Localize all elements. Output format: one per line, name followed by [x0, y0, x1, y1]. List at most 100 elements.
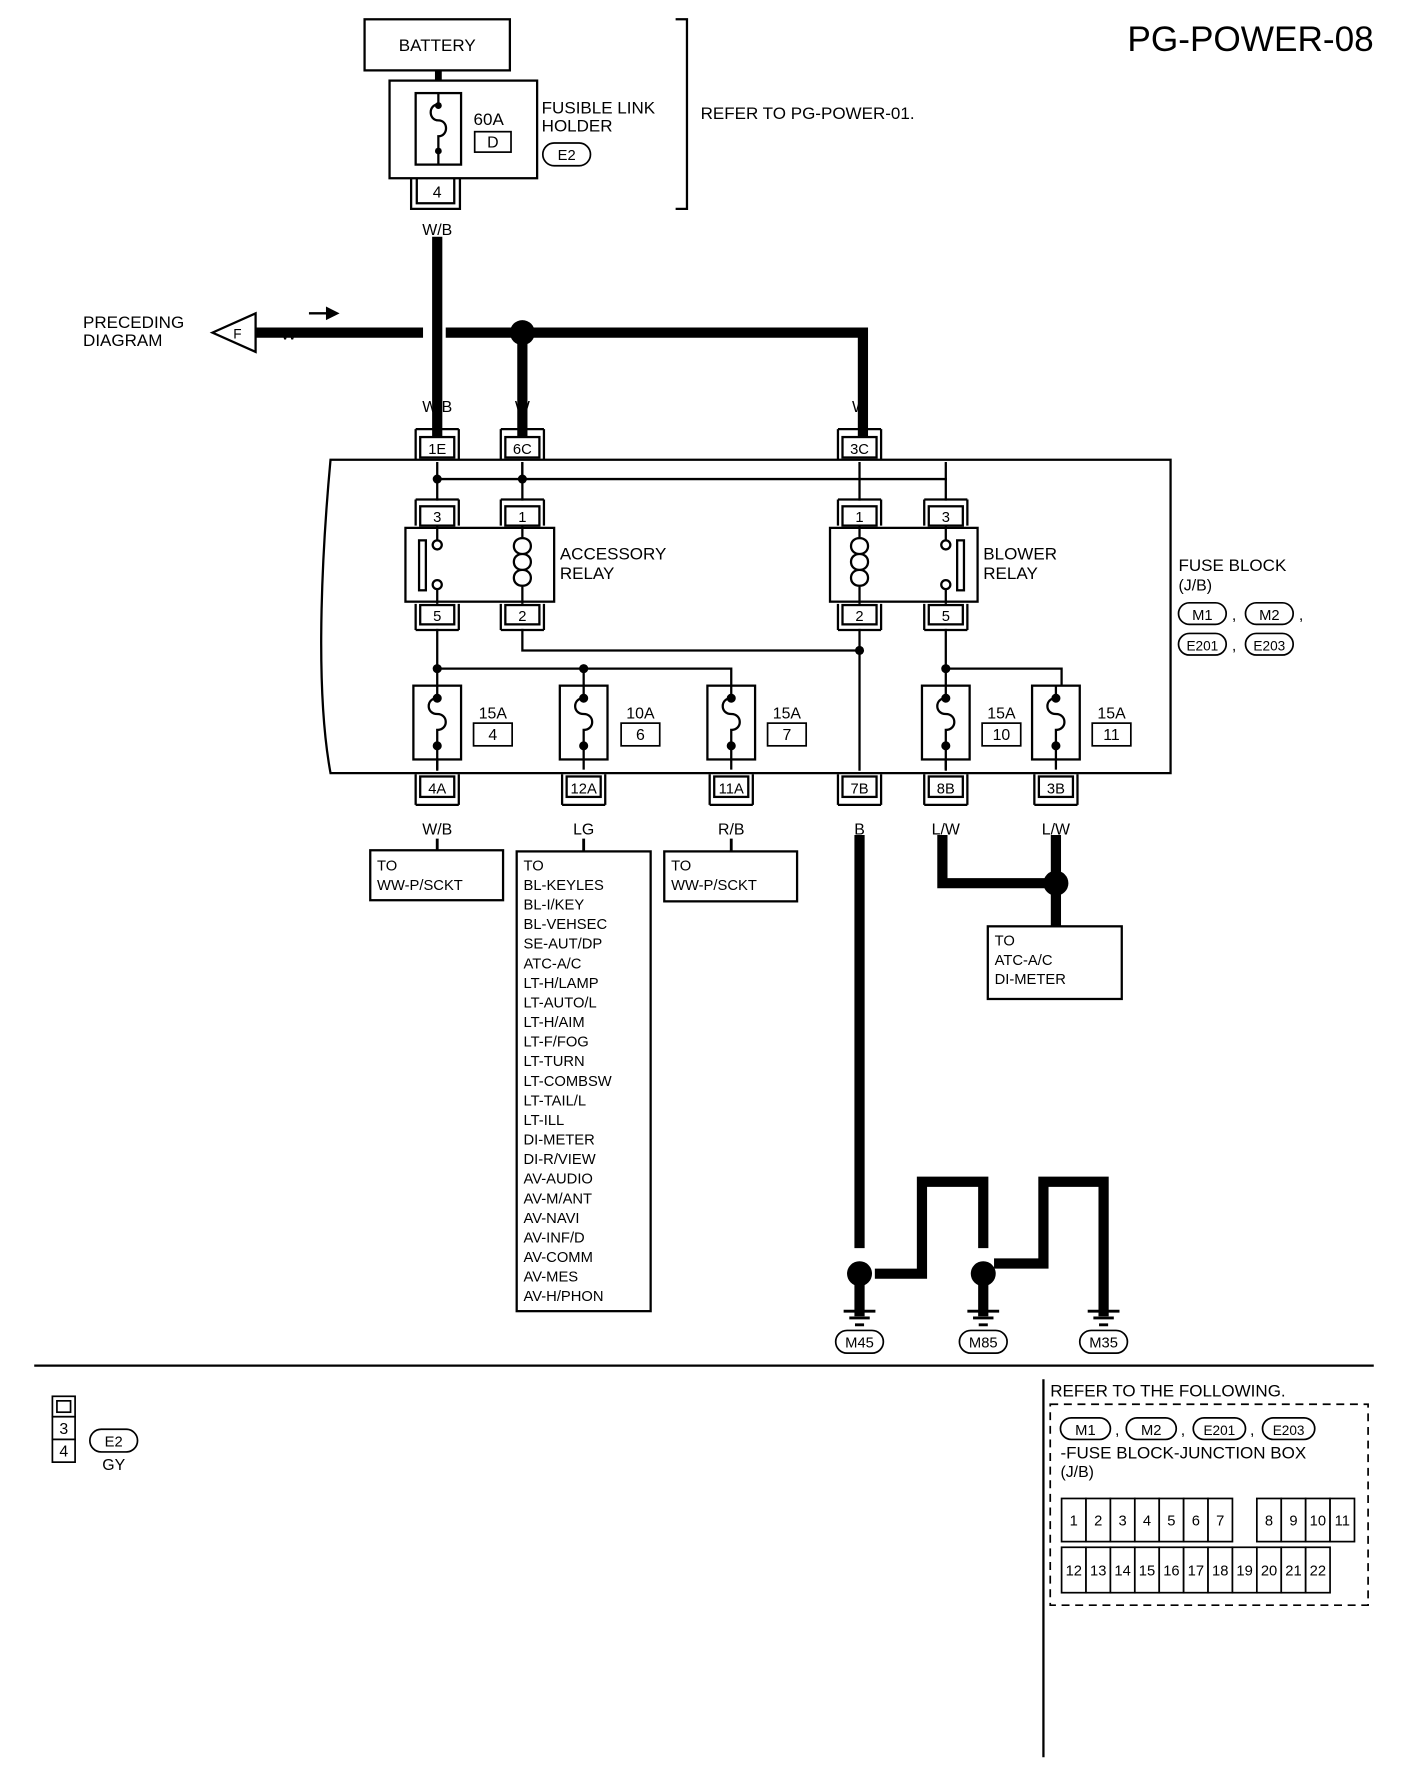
pin-number: 12: [1066, 1564, 1082, 1580]
relay-switch-icon: [956, 539, 966, 592]
dest-list-item: LT-AUTO/L: [524, 995, 597, 1011]
dest-ww1-to: TO: [377, 859, 397, 875]
dest-list-item: AV-NAVI: [524, 1211, 580, 1227]
preceding-connector: F: [233, 326, 241, 341]
pin-cell: [1304, 1546, 1331, 1594]
wire-label-wb-4a: W/B: [422, 821, 452, 838]
fuse-10-icon: [920, 684, 971, 761]
ground-m35: M35: [1089, 1335, 1118, 1351]
refer-connector-m2: M2: [1141, 1423, 1162, 1439]
fusible-link-connector: E2: [558, 148, 576, 164]
fusible-link-terminal: 4: [433, 185, 442, 202]
acc-relay-pin-3: 3: [433, 510, 441, 526]
wire-label-w-3c: W: [852, 399, 867, 416]
wire-label-wb: W/B: [422, 399, 452, 416]
fuse-7-num: 7: [782, 727, 791, 744]
ground-icon: [1087, 1309, 1120, 1327]
fuse-6-rating: 10A: [626, 706, 655, 723]
refer-connector-m1: M1: [1075, 1423, 1096, 1439]
wire-label-b-7b: B: [854, 821, 865, 838]
dest-ww2-to: TO: [671, 859, 691, 875]
refer-following-desc2: (J/B): [1060, 1464, 1094, 1481]
pin-cell: [1207, 1497, 1234, 1543]
fusible-link-id: D: [487, 135, 498, 152]
dest-box-ww2: [663, 850, 799, 903]
acc-relay-label-2: RELAY: [560, 564, 615, 583]
pin-number: 14: [1114, 1564, 1130, 1580]
pin-cell: [1133, 1546, 1161, 1594]
wire-label-lg: LG: [573, 821, 594, 838]
fuse-11-rating: 15A: [1097, 706, 1126, 723]
pin-number: 18: [1212, 1564, 1228, 1580]
svg-text:,: ,: [1250, 1422, 1254, 1439]
ground-icon: [967, 1309, 1000, 1327]
ground-m45: M45: [845, 1335, 874, 1351]
dest-atc-line1: ATC-A/C: [995, 953, 1053, 969]
dest-list-item: LT-TURN: [524, 1054, 585, 1070]
fuse-10-num: 10: [993, 727, 1011, 744]
wire-label-lw-3b: L/W: [1042, 821, 1070, 838]
pin-number: 11: [1335, 1514, 1350, 1530]
dest-box-atc: [986, 925, 1123, 1001]
pin-cell: [1133, 1497, 1161, 1543]
pin-number: 19: [1236, 1564, 1252, 1580]
wire-lw-8b: [937, 834, 1048, 889]
dest-list-item: LT-H/AIM: [524, 1015, 585, 1031]
svg-text:,: ,: [1181, 1422, 1185, 1439]
ground-icon: [843, 1309, 876, 1327]
pin-number: 7: [1216, 1514, 1224, 1530]
fuse-4-icon: [412, 684, 463, 761]
battery-box: [363, 18, 512, 72]
pin-number: 4: [1143, 1514, 1151, 1530]
wire-label-w-preceding: W: [281, 324, 297, 343]
svg-text:,: ,: [1232, 637, 1236, 654]
pin-number: 21: [1285, 1564, 1301, 1580]
pin-number: 13: [1090, 1564, 1106, 1580]
fuse-block-label-1: FUSE BLOCK: [1179, 556, 1287, 575]
legend-pin-3: 3: [59, 1421, 68, 1438]
pin-cell: [1255, 1497, 1283, 1543]
relay-coil-icon: [849, 525, 870, 604]
pin-number: 22: [1310, 1564, 1326, 1580]
dest-list-item: SE-AUT/DP: [524, 937, 603, 953]
wire-label-b-2: B: [917, 1221, 928, 1238]
pin-number: 5: [1167, 1514, 1175, 1530]
svg-text:,: ,: [1299, 607, 1303, 624]
fuse-4-num: 4: [488, 727, 497, 744]
refer-connector-e201: E201: [1203, 1423, 1235, 1438]
dest-list-item: BL-I/KEY: [524, 898, 585, 914]
fuse-block-connector-m2: M2: [1259, 608, 1280, 624]
wire-label-b-3: B: [978, 1221, 989, 1238]
wire-label-b-1: B: [854, 1221, 865, 1238]
dest-list-item: BL-VEHSEC: [524, 917, 608, 933]
fusible-link-label-2: HOLDER: [542, 117, 613, 136]
dest-box-ww1: [369, 849, 505, 902]
svg-text:,: ,: [1232, 607, 1236, 624]
dest-list-item: BL-KEYLES: [524, 878, 605, 894]
dest-box-list: [515, 850, 652, 1313]
pin-number: 6: [1192, 1514, 1200, 1530]
dest-list-item: AV-MES: [524, 1270, 579, 1286]
blower-relay-label-2: RELAY: [983, 564, 1038, 583]
wire-b-m85: [874, 1176, 989, 1279]
refer-connector-ovals: [1059, 1417, 1316, 1441]
fuse-block-label-2: (J/B): [1179, 577, 1213, 594]
dest-list-item: LT-F/FOG: [524, 1035, 589, 1051]
battery-label: BATTERY: [399, 36, 476, 55]
terminal-3b: 3B: [1047, 782, 1065, 798]
preceding-line1: PRECEDING: [83, 313, 184, 332]
fuse-4-rating: 15A: [479, 706, 508, 723]
wire-label-b-5: B: [1098, 1221, 1109, 1238]
terminal-12a: 12A: [571, 782, 597, 798]
acc-relay-pin-2: 2: [518, 609, 526, 625]
preceding-arrow-icon: [209, 311, 257, 354]
pin-number: 9: [1289, 1514, 1297, 1530]
pin-cell: [1280, 1497, 1307, 1543]
pin-cell: [1060, 1497, 1087, 1543]
pin-number: 10: [1310, 1514, 1326, 1530]
jb-bottom-terminals: [414, 774, 1079, 806]
dest-list-items: BL-KEYLESBL-I/KEYBL-VEHSECSE-AUT/DPATC-A…: [524, 878, 612, 1305]
